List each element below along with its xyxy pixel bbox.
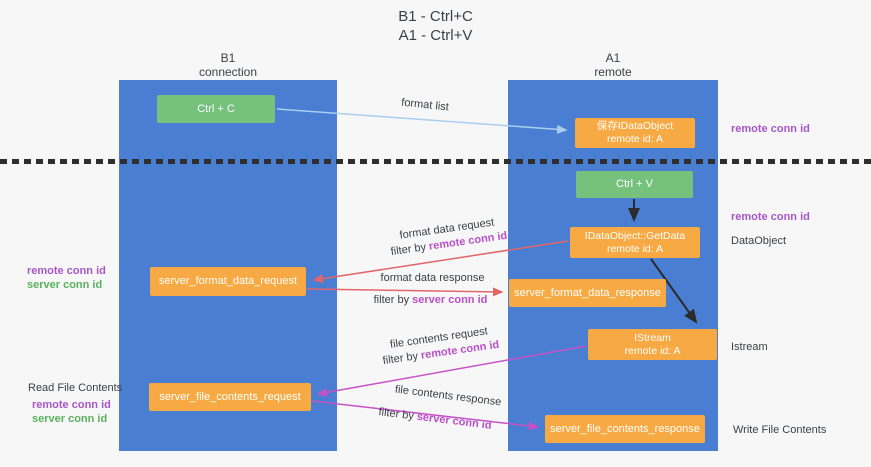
node-istream-line2: remote id: A xyxy=(624,344,681,357)
node-getdata-line1: IDataObject::GetData xyxy=(584,229,686,242)
label-read-file-contents: Read File Contents xyxy=(28,382,123,394)
node-server-format-data-request-label: server_format_data_request xyxy=(158,275,298,287)
label-server-conn-id-left-1: server conn id xyxy=(27,279,103,291)
node-ctrl-v: Ctrl + V xyxy=(576,171,693,198)
lane-header-a1: A1 remote xyxy=(508,51,718,79)
lane-b1-name: B1 xyxy=(220,51,236,65)
label-filter-by-server-conn-id-2: filter by server conn id xyxy=(377,406,493,432)
node-server-file-contents-request-label: server_file_contents_request xyxy=(159,390,301,403)
lane-header-b1: B1 connection xyxy=(119,51,337,79)
node-server-format-data-response-label: server_format_data_response xyxy=(514,286,661,299)
node-ctrl-c-label: Ctrl + C xyxy=(197,102,235,115)
label-format-list: format list xyxy=(400,96,450,114)
node-save-idataobject: 保存IDataObject remote id: A xyxy=(575,118,695,148)
label-istream-right: Istream xyxy=(731,341,768,353)
label-remote-conn-id-left-2: remote conn id xyxy=(32,399,111,411)
node-istream: IStream remote id: A xyxy=(588,329,717,360)
node-getdata-line2: remote id: A xyxy=(606,242,663,255)
label-server-conn-id-left-2: server conn id xyxy=(32,413,108,425)
lane-a1-role: remote xyxy=(594,65,632,79)
label-dataobject: DataObject xyxy=(731,235,787,247)
session-divider-dashed-line xyxy=(0,159,871,164)
lane-b1-role: connection xyxy=(198,65,258,79)
label-filter-by-server-conn-id-1: filter by server conn id xyxy=(373,294,488,306)
label-remote-conn-id-left-1: remote conn id xyxy=(27,265,106,277)
label-file-contents-response: file contents response xyxy=(394,383,502,409)
node-save-idataobject-line2: remote id: A xyxy=(606,133,663,145)
title-line-2: A1 - Ctrl+V xyxy=(398,27,473,44)
label-format-data-response: format data response xyxy=(380,272,485,284)
node-ctrl-c: Ctrl + C xyxy=(157,95,275,123)
label-format-data-request-group: format data request filter by remote con… xyxy=(382,213,515,261)
node-server-format-data-request: server_format_data_request xyxy=(150,267,306,296)
node-server-file-contents-response: server_file_contents_response xyxy=(545,415,705,443)
node-server-format-data-response: server_format_data_response xyxy=(509,279,666,307)
label-remote-conn-id-right-mid: remote conn id xyxy=(731,211,810,223)
label-remote-conn-id-right-top: remote conn id xyxy=(731,123,810,135)
label-file-contents-request-group: file contents request filter by remote c… xyxy=(374,322,507,370)
node-ctrl-v-label: Ctrl + V xyxy=(616,178,653,190)
node-idataobject-getdata: IDataObject::GetData remote id: A xyxy=(570,227,700,258)
node-istream-line1: IStream xyxy=(634,331,671,344)
lane-a1-name: A1 xyxy=(605,51,621,65)
node-save-idataobject-line1: 保存IDataObject xyxy=(596,120,674,132)
diagram-title: B1 - Ctrl+C A1 - Ctrl+V xyxy=(0,7,871,45)
label-write-file-contents: Write File Contents xyxy=(733,424,827,436)
node-server-file-contents-request: server_file_contents_request xyxy=(149,383,311,411)
title-line-1: B1 - Ctrl+C xyxy=(398,8,473,25)
node-server-file-contents-response-label: server_file_contents_response xyxy=(550,422,700,435)
